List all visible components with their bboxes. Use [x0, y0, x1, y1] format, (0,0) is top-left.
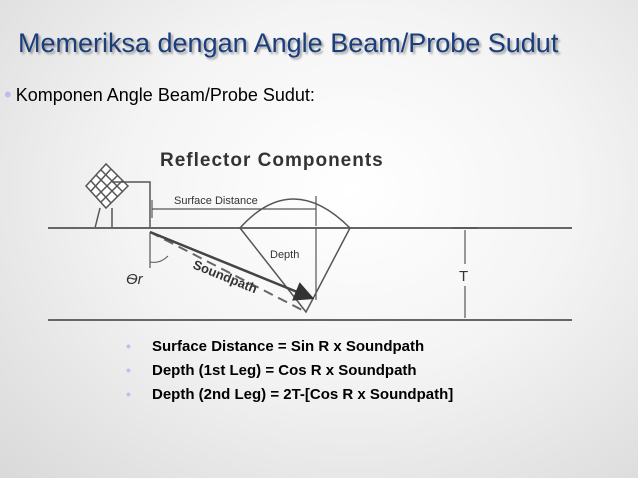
bullet-icon: • — [4, 82, 12, 107]
angle-label: Ѳr — [126, 271, 144, 288]
bullet-icon: • — [126, 338, 131, 354]
formula-text: Depth (1st Leg) = Cos R x Soundpath — [152, 361, 417, 379]
probe-icon — [84, 162, 151, 229]
bullet-icon: • — [126, 386, 131, 402]
diagram-title: Reflector Components — [160, 150, 384, 171]
subtitle-row: • Komponen Angle Beam/Probe Sudut: — [4, 84, 315, 106]
surface-distance-dimension — [151, 196, 317, 226]
slide-title: Memeriksa dengan Angle Beam/Probe Sudut — [18, 28, 559, 58]
thickness-label: T — [459, 268, 468, 285]
soundpath-beam — [149, 230, 315, 301]
formula-text: Surface Distance = Sin R x Soundpath — [152, 337, 425, 355]
weld-crown — [239, 198, 351, 314]
subtitle: Komponen Angle Beam/Probe Sudut: — [15, 84, 315, 105]
thickness-dimension — [452, 227, 478, 318]
formula-text: Depth (2nd Leg) = 2T-[Cos R x Soundpath] — [152, 385, 454, 403]
bullet-icon: • — [126, 362, 131, 378]
angle-arc — [149, 255, 169, 263]
formula-surface-distance: • Surface Distance = Sin R x Soundpath — [126, 334, 453, 358]
beam-reference-line — [149, 231, 307, 313]
formula-depth-second-leg: • Depth (2nd Leg) = 2T-[Cos R x Soundpat… — [126, 382, 453, 406]
surface-distance-label: Surface Distance — [174, 195, 258, 207]
formula-depth-first-leg: • Depth (1st Leg) = Cos R x Soundpath — [126, 358, 453, 382]
formula-list: • Surface Distance = Sin R x Soundpath •… — [126, 334, 453, 406]
depth-label: Depth — [270, 249, 299, 261]
